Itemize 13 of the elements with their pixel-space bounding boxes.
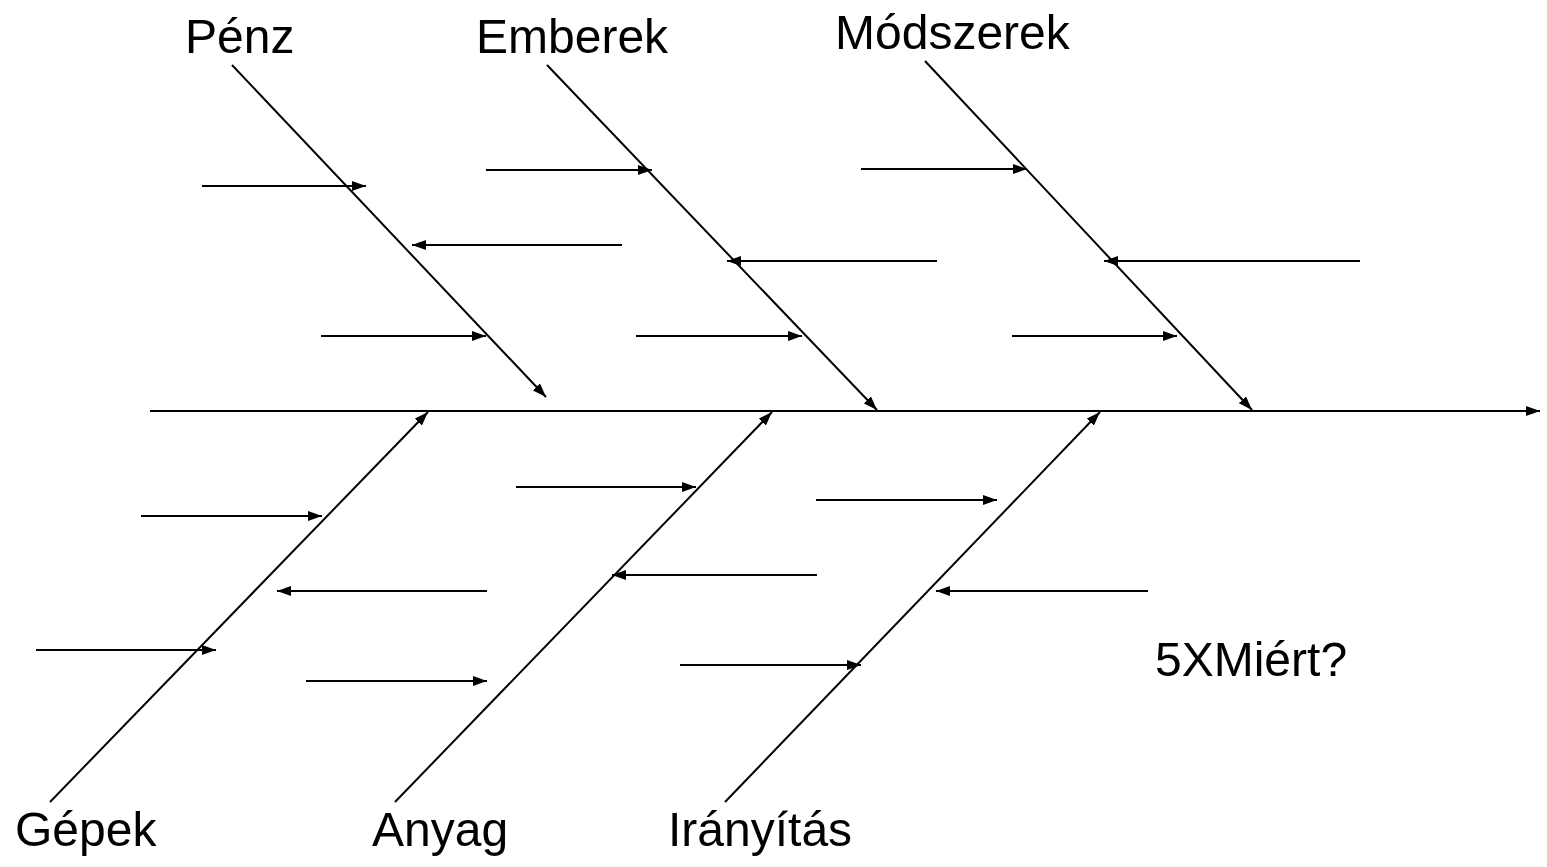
note-text: 5XMiért?: [1155, 632, 1348, 688]
category-label: Módszerek: [835, 5, 1070, 61]
bone-arrow: [394, 411, 773, 803]
bone-arrow: [724, 411, 1101, 803]
category-label: Irányítás: [668, 802, 853, 858]
category-label: Gépek: [15, 802, 157, 858]
bone-arrow: [231, 64, 547, 398]
bone-arrow: [49, 411, 429, 803]
bone-arrow: [546, 64, 878, 411]
category-label: Emberek: [476, 9, 669, 65]
category-label: Anyag: [372, 802, 509, 858]
bone-arrow: [924, 60, 1253, 411]
category-label: Pénz: [185, 9, 295, 65]
